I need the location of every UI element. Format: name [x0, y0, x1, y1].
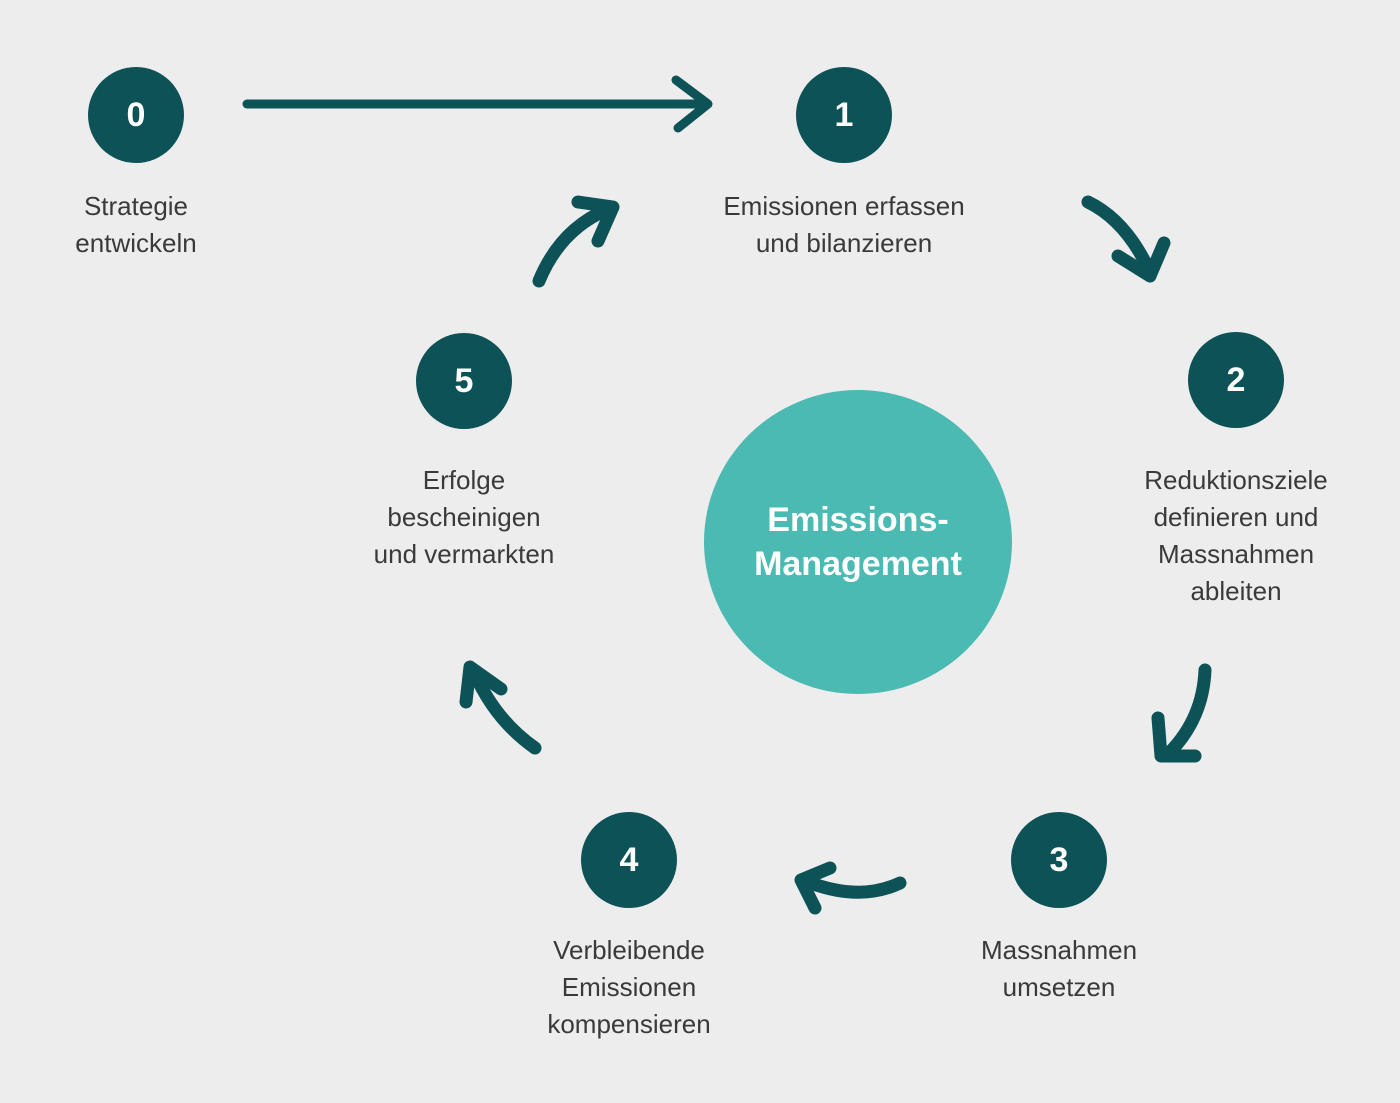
- arrow-1-to-2: [1081, 195, 1171, 283]
- step-1-label: Emissionen erfassen und bilanzieren: [704, 188, 984, 262]
- step-1-circle: 1: [796, 67, 892, 163]
- center-title: Emissions- Management: [754, 498, 962, 586]
- center-title-line-1: Emissions-: [767, 501, 949, 539]
- step-4-label-line-1: Emissionen: [561, 972, 697, 1002]
- step-2-label-line-1: definieren und: [1153, 502, 1319, 532]
- step-0-label-line-0: Strategie: [83, 191, 189, 221]
- step-4-circle: 4: [581, 812, 677, 908]
- step-5-label: Erfolge bescheinigen und vermarkten: [324, 462, 604, 573]
- step-5-circle: 5: [416, 333, 512, 429]
- step-5-label-line-1: bescheinigen: [387, 502, 541, 532]
- step-2-label-line-2: Massnahmen: [1157, 539, 1315, 569]
- step-1-label-line-0: Emissionen erfassen: [723, 191, 965, 221]
- step-3-label: Massnahmen umsetzen: [919, 932, 1199, 1006]
- arrow-2-to-3: [1151, 663, 1212, 763]
- step-2-circle: 2: [1188, 332, 1284, 428]
- arrow-4-to-5: [459, 660, 542, 755]
- step-0-label: Strategie entwickeln: [0, 188, 276, 262]
- step-4-label-line-0: Verbleibende: [553, 935, 705, 965]
- step-5-label-line-2: und vermarkten: [373, 539, 555, 569]
- step-3-circle: 3: [1011, 812, 1107, 908]
- step-0-circle: 0: [88, 67, 184, 163]
- step-3-label-line-0: Massnahmen: [980, 935, 1138, 965]
- arrow-5-to-1: [532, 195, 620, 288]
- step-1-label-line-1: und bilanzieren: [755, 228, 933, 258]
- step-4-label-line-2: kompensieren: [547, 1009, 711, 1039]
- step-5-label-line-0: Erfolge: [422, 465, 506, 495]
- center-title-line-2: Management: [754, 545, 962, 583]
- step-2-label-line-0: Reduktionsziele: [1144, 465, 1328, 495]
- arrow-3-to-4: [794, 861, 907, 915]
- step-0-label-line-1: entwickeln: [75, 228, 197, 258]
- step-3-label-line-1: umsetzen: [1002, 972, 1116, 1002]
- center-circle: Emissions- Management: [704, 390, 1012, 694]
- step-2-label-line-3: ableiten: [1190, 576, 1282, 606]
- arrow-0-to-1: [242, 75, 713, 133]
